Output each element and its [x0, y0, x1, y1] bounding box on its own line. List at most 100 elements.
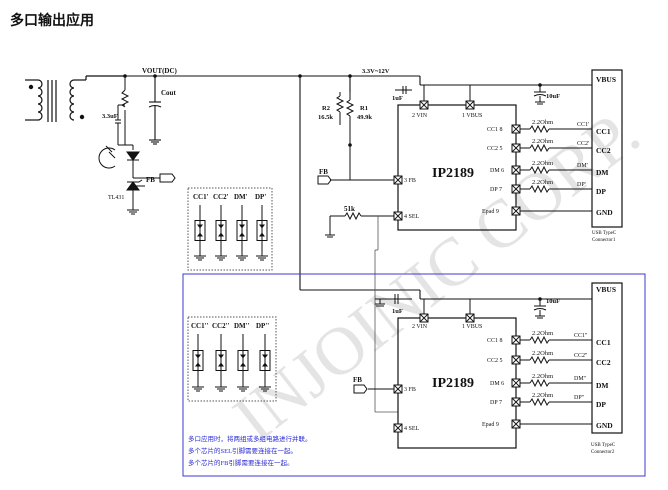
pin-box-icon: [393, 423, 403, 433]
usb-typec-connector-1: [591, 69, 623, 228]
net-label: CC2'': [574, 353, 587, 359]
connector-caption: Connector1: [592, 238, 616, 243]
connector-pin: DP: [596, 187, 606, 196]
connector-pin: GND: [596, 208, 613, 217]
resistor-label: 2.2Ohm: [532, 179, 553, 186]
vbus-capacitor-1: [533, 85, 547, 105]
cap-vin-label-2: 1uF: [392, 308, 403, 315]
connector-pin: CC2: [596, 358, 611, 367]
connector-pin: DM: [596, 381, 609, 390]
connector-pin: CC2: [596, 146, 611, 155]
tvs-diode-icon: [215, 334, 227, 392]
pin-box-icon: [393, 211, 403, 221]
tvs-diode-icon: [192, 334, 204, 392]
note-line: 多个芯片的SEL引脚需要连接在一起。: [188, 446, 297, 455]
pin-sel: 4 SEL: [404, 426, 420, 432]
pin-vin: 2 VIN: [412, 113, 428, 119]
cap-vbus-label-2: 10uF: [546, 298, 560, 305]
pin-dm: DM 6: [490, 381, 504, 387]
connector-caption: Connector2: [591, 450, 615, 455]
pin-box-icon: [511, 143, 521, 153]
tl431-label: TL431: [108, 195, 124, 201]
resistor-label: 2.2Ohm: [532, 138, 553, 145]
pin-box-icon: [511, 355, 521, 365]
pin-box-icon: [511, 165, 521, 175]
pin-box-icon: [511, 378, 521, 388]
pin-box-icon: [511, 206, 521, 216]
esd-label: CC2': [213, 193, 229, 201]
net-label: DP'': [574, 395, 584, 401]
net-label: DM'': [574, 376, 586, 382]
net-label: DM': [577, 163, 588, 169]
tvs-diode-icon: [259, 334, 271, 392]
connector-1-pins: VBUS CC1 CC2 DM DP GND USB TypeC Connect…: [592, 75, 617, 243]
esd-labels-1: CC1' CC2' DM' DP': [193, 193, 266, 201]
pin-cc1: CC1 8: [487, 127, 503, 133]
fb-flag-label: FB: [319, 168, 328, 176]
resistor-label: 2.2Ohm: [532, 330, 553, 337]
tvs-diode-icon: [194, 205, 206, 261]
connector-pin: DM: [596, 168, 609, 177]
page-title: 多口输出应用: [10, 13, 94, 29]
tvs-diode-icon: [236, 205, 248, 261]
pin-vbus: 1 VBUS: [462, 324, 482, 330]
esd-protection-box-2: [187, 316, 277, 402]
pin-dp: DP 7: [490, 187, 502, 193]
cout-capacitor: [148, 76, 162, 145]
chip-1-data-lines: [516, 124, 592, 212]
esd-label: CC2'': [212, 322, 230, 330]
pin-box-icon: [393, 175, 403, 185]
pin-cc1: CC1 8: [487, 338, 503, 344]
cap-vbus-label: 10uF: [546, 93, 560, 100]
pin-box-icon: [419, 313, 429, 323]
note-line: 多个芯片的FB引脚需要连接在一起。: [188, 458, 293, 467]
rail-voltage-label: 3.3V~12V: [362, 68, 390, 75]
tvs-diode-icon: [256, 205, 268, 261]
connector-2-pins: VBUS CC1 CC2 DM DP GND USB TypeC Connect…: [591, 285, 616, 455]
tvs-diode-icon: [215, 205, 227, 261]
usb-typec-connector-2: [591, 282, 623, 434]
connector-pin: DP: [596, 400, 606, 409]
pin-sel: 4 SEL: [404, 214, 420, 220]
r-sel-label: 51k: [344, 205, 355, 213]
connector-caption: USB TypeC: [591, 443, 616, 448]
pin-vbus: 1 VBUS: [462, 113, 482, 119]
vout-rail: [125, 75, 592, 300]
esd-label: DP'': [256, 322, 269, 330]
tvs-diodes-2: [192, 334, 271, 392]
r2-label: R2: [322, 105, 330, 112]
connector-pin: VBUS: [596, 75, 616, 84]
pin-cc2: CC2 5: [487, 146, 503, 152]
fb-flag-label-2: FB: [353, 376, 362, 384]
connector-pin: VBUS: [596, 285, 616, 294]
vout-label: VOUT(DC): [142, 67, 178, 75]
pin-fb: 3 FB: [404, 178, 416, 184]
connector-pin: CC1: [596, 127, 611, 136]
chip-name-1: IP2189: [432, 166, 474, 181]
pin-junction-boxes: [393, 100, 521, 433]
pin-vin: 2 VIN: [412, 324, 428, 330]
net-label: CC1': [577, 122, 589, 128]
esd-label: CC1'': [191, 322, 209, 330]
chip-1-pin-labels: 2 VIN 1 VBUS 3 FB 4 SEL CC1 8 CC2 5 DM 6…: [404, 113, 504, 220]
cout-label: Cout: [161, 89, 176, 97]
tvs-diode-icon: [237, 334, 249, 392]
cap-3-3uf-label: 3.3uF: [102, 113, 118, 120]
second-port-frame: [182, 273, 646, 477]
pin-box-icon: [511, 397, 521, 407]
application-notes: 多口应用时，将两组或多组电路进行并联。 多个芯片的SEL引脚需要连接在一起。 多…: [188, 434, 312, 467]
esd-protection-box-1: [187, 187, 273, 271]
pin-dp: DP 7: [490, 400, 502, 406]
net-label: CC2': [577, 141, 589, 147]
note-line: 多口应用时，将两组或多组电路进行并联。: [188, 434, 312, 443]
pin-epad: Epad 9: [482, 422, 499, 428]
connector-pin: CC1: [596, 338, 611, 347]
esd-label: DM'': [234, 322, 250, 330]
net-label: DP': [577, 182, 586, 188]
chip-2-resistor-labels: 2.2Ohm 2.2Ohm 2.2Ohm 2.2Ohm CC1'' CC2'' …: [532, 330, 587, 401]
pin-box-icon: [511, 124, 521, 134]
r1-value: 49.9k: [357, 114, 372, 121]
resistor-label: 2.2Ohm: [532, 350, 553, 357]
pin-epad: Epad 9: [482, 209, 499, 215]
